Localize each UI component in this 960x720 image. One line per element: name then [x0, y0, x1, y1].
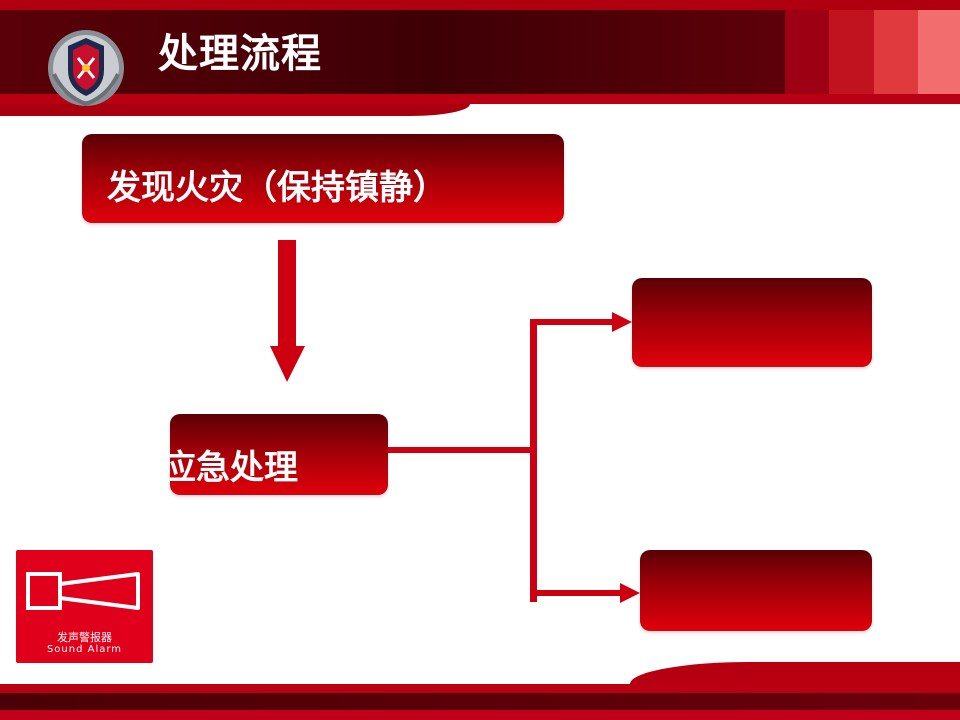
flow-step-label: 发现火灾（保持镇静）	[107, 168, 447, 208]
page-title: 处理流程	[158, 31, 322, 77]
header-block	[918, 10, 960, 94]
header-block	[829, 10, 874, 94]
header-bar	[0, 10, 785, 94]
header-color-blocks	[785, 10, 960, 94]
footer-line	[0, 684, 960, 693]
alarm-label-cn: 发声警报器	[57, 631, 112, 644]
header-block	[874, 10, 918, 94]
footer-bar	[0, 693, 960, 710]
footer-line	[0, 710, 960, 720]
down-arrow-icon	[270, 240, 305, 382]
footer-swoosh	[630, 662, 960, 684]
flow-step-discover-fire: 发现火灾（保持镇静）	[82, 134, 564, 223]
connector-line	[388, 447, 536, 453]
header-top-line	[0, 0, 960, 10]
flow-step-label: 应急处理	[170, 448, 298, 488]
flow-branch-bottom	[640, 550, 872, 631]
header-swoosh	[0, 104, 470, 116]
right-arrow-icon	[530, 312, 632, 332]
right-arrow-icon	[530, 583, 640, 603]
flow-step-emergency-handling: 应急处理	[170, 414, 388, 495]
fire-emblem-icon	[48, 30, 124, 107]
connector-trunk	[530, 320, 537, 602]
alarm-label-en: Sound Alarm	[46, 644, 123, 655]
header-underline	[0, 94, 960, 104]
header-block	[785, 10, 829, 94]
sound-alarm-sign: 发声警报器 Sound Alarm	[16, 550, 153, 663]
flow-branch-top	[632, 278, 872, 367]
sound-alarm-icon	[26, 572, 140, 610]
